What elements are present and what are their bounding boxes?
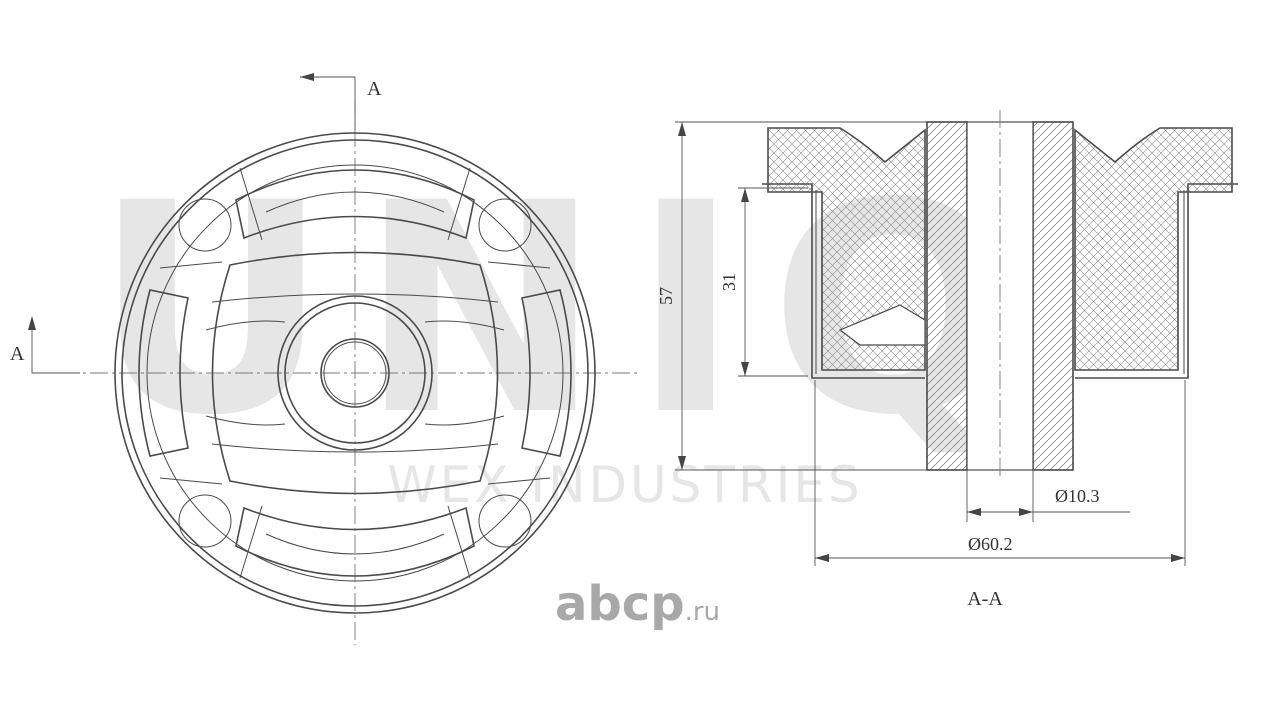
section-label-top: A: [367, 78, 382, 100]
front-view: [32, 100, 640, 645]
section-arrows: A A: [10, 73, 382, 374]
watermark-subtitle: WEX INDUSTRIES: [387, 456, 863, 514]
section-label-left: A: [10, 343, 25, 365]
dim-height-total: 57: [656, 287, 676, 305]
logo-name: abcp.ru: [555, 576, 720, 632]
dim-height-inner: 31: [719, 273, 739, 291]
dim-bore-diameter: Ø10.3: [1055, 486, 1100, 506]
abcp-logo: abcp.ru: [555, 576, 720, 632]
section-caption: A-A: [967, 588, 1003, 610]
dim-outer-diameter: Ø60.2: [968, 534, 1013, 554]
dimensions: 57 31 Ø10.3 Ø60.2 A-A: [656, 121, 1186, 610]
section-view: [762, 110, 1238, 480]
